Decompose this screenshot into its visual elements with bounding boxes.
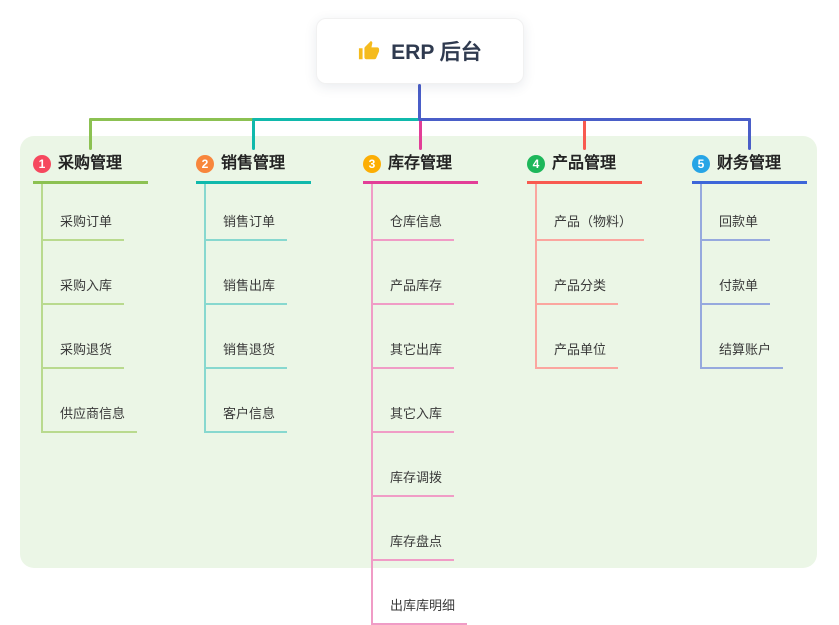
branch-title[interactable]: 2 销售管理	[196, 150, 311, 184]
list-item[interactable]: 供应商信息	[43, 369, 138, 433]
branch-number-badge: 3	[363, 155, 381, 173]
list-item-label: 仓库信息	[390, 214, 443, 229]
list-item-label: 采购订单	[60, 214, 113, 229]
connector-horizontal	[89, 118, 254, 121]
list-item-label: 其它出库	[390, 342, 443, 357]
branch-children-list: 产品（物料） 产品分类产品单位	[535, 184, 645, 369]
connector-drop	[252, 118, 255, 150]
list-item[interactable]: 销售退货	[206, 305, 288, 369]
branch-title-label: 产品管理	[552, 155, 617, 172]
list-item-label: 结算账户	[719, 342, 772, 357]
list-item-label: 产品分类	[554, 278, 607, 293]
list-item-label: 出库库明细	[390, 598, 456, 613]
branch-title-label: 销售管理	[221, 155, 286, 172]
branch-number-badge: 1	[33, 155, 51, 173]
connector-drop	[419, 118, 422, 150]
branch-title[interactable]: 5 财务管理	[692, 150, 807, 184]
list-item[interactable]: 出库库明细	[373, 561, 468, 625]
branch-children-list: 采购订单采购入库采购退货供应商信息	[41, 184, 138, 433]
list-item[interactable]: 采购退货	[43, 305, 125, 369]
branch-title-label: 采购管理	[58, 155, 123, 172]
branch-children-list: 回款单付款单结算账户	[700, 184, 784, 369]
branch-children-list: 销售订单销售出库销售退货客户信息	[204, 184, 288, 433]
branch-children-list: 仓库信息产品库存其它出库其它入库库存调拨库存盘点出库库明细	[371, 184, 468, 625]
branch-销售管理: 2 销售管理销售订单销售出库销售退货客户信息	[196, 150, 311, 433]
branch-title-label: 财务管理	[717, 155, 782, 172]
connector-drop	[89, 118, 92, 150]
list-item-label: 产品单位	[554, 342, 607, 357]
list-item[interactable]: 其它出库	[373, 305, 455, 369]
list-item-label: 销售出库	[223, 278, 276, 293]
root-title: ERP 后台	[391, 41, 482, 64]
list-item-label: 采购退货	[60, 342, 113, 357]
list-item[interactable]: 库存调拨	[373, 433, 455, 497]
list-item[interactable]: 产品单位	[537, 305, 619, 369]
list-item-label: 销售订单	[223, 214, 276, 229]
thumbs-up-icon	[359, 40, 380, 60]
list-item-label: 采购入库	[60, 278, 113, 293]
list-item-label: 产品（物料）	[554, 214, 633, 229]
root-connector	[417, 84, 421, 121]
branch-number-badge: 5	[692, 155, 710, 173]
connector-horizontal	[252, 118, 419, 121]
list-item[interactable]: 客户信息	[206, 369, 288, 433]
branch-title[interactable]: 3 库存管理	[363, 150, 478, 184]
branch-采购管理: 1 采购管理采购订单采购入库采购退货供应商信息	[33, 150, 148, 433]
branch-title[interactable]: 1 采购管理	[33, 150, 148, 184]
connector-drop	[748, 118, 751, 150]
list-item[interactable]: 结算账户	[702, 305, 784, 369]
list-item-label: 其它入库	[390, 406, 443, 421]
list-item-label: 库存盘点	[390, 534, 443, 549]
list-item-label: 库存调拨	[390, 470, 443, 485]
connector-drop	[583, 118, 586, 150]
list-item[interactable]: 销售订单	[206, 184, 288, 241]
connector-horizontal	[417, 118, 751, 121]
list-item[interactable]: 产品分类	[537, 241, 619, 305]
list-item-label: 供应商信息	[60, 406, 126, 421]
list-item-label: 回款单	[719, 214, 759, 229]
list-item-label: 付款单	[719, 278, 759, 293]
list-item[interactable]: 仓库信息	[373, 184, 455, 241]
list-item[interactable]: 库存盘点	[373, 497, 455, 561]
branch-title[interactable]: 4 产品管理	[527, 150, 642, 184]
list-item[interactable]: 采购入库	[43, 241, 125, 305]
list-item[interactable]: 产品库存	[373, 241, 455, 305]
branch-产品管理: 4 产品管理产品（物料） 产品分类产品单位	[527, 150, 645, 369]
branch-number-badge: 4	[527, 155, 545, 173]
branch-财务管理: 5 财务管理回款单付款单结算账户	[692, 150, 807, 369]
list-item[interactable]: 回款单	[702, 184, 771, 241]
list-item[interactable]: 销售出库	[206, 241, 288, 305]
list-item-label: 销售退货	[223, 342, 276, 357]
list-item-label: 产品库存	[390, 278, 443, 293]
branch-number-badge: 2	[196, 155, 214, 173]
list-item-label: 客户信息	[223, 406, 276, 421]
branch-title-label: 库存管理	[388, 155, 453, 172]
list-item[interactable]: 产品（物料）	[537, 184, 645, 241]
branch-库存管理: 3 库存管理仓库信息产品库存其它出库其它入库库存调拨库存盘点出库库明细	[363, 150, 478, 625]
list-item[interactable]: 采购订单	[43, 184, 125, 241]
list-item[interactable]: 付款单	[702, 241, 771, 305]
list-item[interactable]: 其它入库	[373, 369, 455, 433]
root-node[interactable]: ERP 后台	[316, 18, 524, 84]
